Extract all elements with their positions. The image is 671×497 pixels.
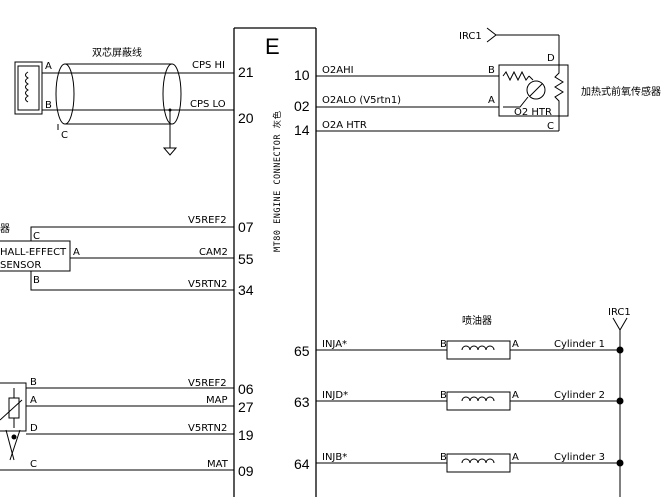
o2-irc1-label: IRC1 bbox=[459, 31, 482, 42]
pin-19: 19 bbox=[238, 427, 254, 443]
injector-pin-b-label: B bbox=[440, 339, 447, 350]
map-pin-a-label: A bbox=[30, 395, 37, 406]
injector-pin-number: 65 bbox=[294, 343, 310, 359]
pin-14: 14 bbox=[294, 122, 310, 138]
hall-sensor-body bbox=[0, 240, 71, 272]
cylinder-label: Cylinder 2 bbox=[554, 390, 605, 401]
cam-circuit: 器 HALL-EFFECT SENSOR C A B V5REF2 CAM2 V… bbox=[0, 215, 254, 298]
ground-icon bbox=[162, 147, 178, 156]
connector-name: MT80 ENGINE CONNECTOR 灰色 bbox=[272, 110, 283, 252]
hall-sensor-name-line2: SENSOR bbox=[0, 260, 41, 271]
o2-pin-c-label: C bbox=[547, 121, 554, 132]
injector-coil-icon bbox=[461, 396, 495, 402]
shielded-cable-label: 双芯屏蔽线 bbox=[92, 46, 142, 59]
map-v5ref2-signal: V5REF2 bbox=[188, 378, 227, 389]
cam-v5rtn2-signal: V5RTN2 bbox=[188, 279, 227, 290]
cps-sensor-body bbox=[14, 61, 43, 115]
resistor-icon bbox=[8, 397, 20, 419]
junction-dot bbox=[616, 397, 624, 405]
pin-02: 02 bbox=[294, 98, 310, 114]
injector-coil-icon bbox=[461, 345, 495, 351]
map-pin-b-label: B bbox=[30, 377, 37, 388]
cps-pin-b-label: B bbox=[45, 100, 52, 111]
injector-pin-number: 64 bbox=[294, 456, 310, 472]
cam2-signal: CAM2 bbox=[199, 247, 228, 258]
cam-pin-a-label: A bbox=[73, 247, 80, 258]
map-signal: MAP bbox=[206, 395, 228, 406]
map-circuit: B A D C V5REF2 MAP V5RTN2 MAT 06 27 19 0… bbox=[0, 377, 254, 479]
connector-letter: E bbox=[265, 34, 280, 59]
o2-pin-b-label: B bbox=[488, 65, 495, 76]
injector-circuit: 喷油器 IRC1 65 INJA* B A Cylinder 1 63 INJD* B A Cyl… bbox=[294, 307, 631, 497]
cps-pin-c-label: C bbox=[61, 130, 68, 141]
cps-hi-signal: CPS HI bbox=[192, 60, 225, 71]
injector-signal: INJD* bbox=[322, 390, 348, 401]
injector-title: 喷油器 bbox=[462, 314, 492, 327]
hall-sensor-name-line1: HALL-EFFECT bbox=[0, 247, 67, 258]
cam-sensor-partial-label: 器 bbox=[0, 223, 10, 235]
pin-09: 09 bbox=[238, 463, 254, 479]
o2a-htr-signal: O2A HTR bbox=[322, 120, 367, 131]
o2-sensor-label: 加热式前氧传感器 bbox=[581, 85, 661, 98]
injector-pin-b-label: B bbox=[440, 390, 447, 401]
o2-sensor-body bbox=[498, 64, 569, 117]
pin-21: 21 bbox=[238, 64, 254, 80]
injector-pin-a-label: A bbox=[512, 339, 519, 350]
pin-34: 34 bbox=[238, 282, 254, 298]
engine-connector: E MT80 ENGINE CONNECTOR 灰色 bbox=[233, 27, 317, 497]
cam-pin-b-label: B bbox=[33, 275, 40, 286]
pin-07: 07 bbox=[238, 219, 254, 235]
o2alo-signal: O2ALO (V5rtn1) bbox=[322, 95, 401, 106]
o2-heater-resistor-icon bbox=[554, 68, 564, 124]
pin-27: 27 bbox=[238, 399, 254, 415]
coil-icon bbox=[25, 71, 29, 103]
injector-pin-a-label: A bbox=[512, 390, 519, 401]
injector-signal: INJB* bbox=[322, 452, 347, 463]
cam-v5ref2-signal: V5REF2 bbox=[188, 215, 227, 226]
pin-55: 55 bbox=[238, 251, 254, 267]
cylinder-label: Cylinder 1 bbox=[554, 339, 605, 350]
injector-coil-icon bbox=[461, 458, 495, 464]
injector-pin-number: 63 bbox=[294, 394, 310, 410]
cps-lo-signal: CPS LO bbox=[190, 99, 226, 110]
junction-dot bbox=[616, 459, 624, 467]
injector-pin-b-label: B bbox=[440, 452, 447, 463]
o2-heater-label: O2 HTR bbox=[514, 107, 552, 118]
junction-dot bbox=[616, 346, 624, 354]
o2-sensing-cell-icon bbox=[526, 80, 546, 100]
o2-pin-d-label: D bbox=[547, 53, 555, 64]
cps-pin-a-label: A bbox=[45, 61, 52, 72]
pin-20: 20 bbox=[238, 110, 254, 126]
o2-sensing-resistor-icon bbox=[502, 70, 530, 82]
o2-pin-a-label: A bbox=[488, 95, 495, 106]
cam-pin-c-label: C bbox=[33, 231, 40, 242]
injector-list: 65 INJA* B A Cylinder 1 63 INJD* B A Cylinder 2 64… bbox=[294, 339, 624, 473]
o2-circuit: IRC1 D B A C O2 HTR 加热式前氧传感器 O2AHI O2ALO… bbox=[294, 27, 661, 138]
pin-06: 06 bbox=[238, 381, 254, 397]
irc1-terminal-icon bbox=[486, 27, 497, 43]
o2ahi-signal: O2AHI bbox=[322, 65, 354, 76]
map-sensor-body bbox=[0, 382, 27, 432]
injector-signal: INJA* bbox=[322, 339, 347, 350]
pin-10: 10 bbox=[294, 67, 310, 83]
mat-signal: MAT bbox=[207, 459, 229, 470]
injector-irc1-label: IRC1 bbox=[608, 307, 631, 318]
cylinder-label: Cylinder 3 bbox=[554, 452, 605, 463]
injector-pin-a-label: A bbox=[512, 452, 519, 463]
map-pin-c-label: C bbox=[30, 459, 37, 470]
map-v5rtn2-signal: V5RTN2 bbox=[188, 423, 227, 434]
map-pin-d-label: D bbox=[30, 423, 38, 434]
irc1-terminal-icon bbox=[612, 317, 628, 331]
cps-circuit: A B C 双芯屏蔽线 CPS HI CPS LO 21 20 bbox=[14, 46, 254, 156]
